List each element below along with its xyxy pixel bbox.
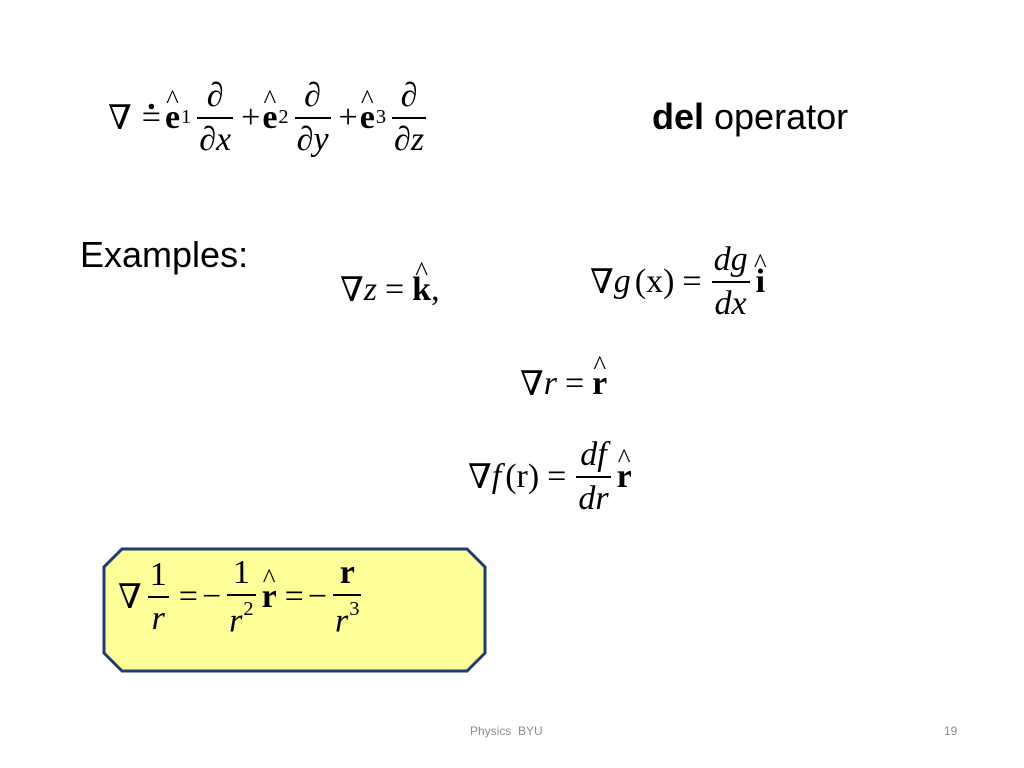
fraction-numerator: dg	[713, 241, 748, 278]
variable-z: z	[410, 120, 425, 158]
r-vector-over-r-cubed-fraction: r r3	[333, 554, 362, 639]
del-label-rest: operator	[704, 96, 849, 137]
exponent-2: 2	[243, 597, 254, 620]
fraction-bar	[711, 280, 750, 283]
partial-denominator: ∂	[199, 120, 217, 158]
highlighted-result-box: ∇ 1 r = − 1 r2 r = − r r3	[102, 547, 487, 673]
equals-sign: =	[547, 457, 567, 495]
page-number: 19	[944, 724, 958, 738]
nabla-symbol: ∇	[468, 458, 492, 496]
unit-vector-e3: e	[360, 99, 375, 137]
del-operator-label: del operator	[652, 96, 848, 138]
fraction-numerator: 1	[149, 556, 167, 594]
equals-sign: =	[178, 577, 198, 615]
partial-numerator: ∂	[206, 77, 224, 114]
equals-sign: =	[682, 262, 702, 300]
exponent-3: 3	[349, 597, 360, 620]
variable-r: r	[543, 365, 557, 402]
subscript-1: 1	[181, 106, 192, 129]
partial-z-fraction: ∂ ∂z	[392, 77, 427, 158]
partial-numerator: ∂	[400, 77, 418, 114]
callout-shape	[102, 547, 487, 673]
variable-z: z	[363, 271, 377, 308]
fraction-bar	[227, 593, 256, 596]
fraction-bar	[576, 475, 611, 478]
function-f: f	[491, 457, 502, 495]
del-definition-equation: ∇ = e1 ∂ ∂x + e2 ∂ ∂y + e3 ∂ ∂z	[108, 78, 432, 157]
unit-vector-k: k	[412, 271, 431, 309]
equals-sign: =	[384, 271, 405, 308]
equals-sign: =	[284, 577, 304, 615]
partial-x-fraction: ∂ ∂x	[197, 77, 234, 158]
plus-sign: +	[241, 98, 261, 136]
callout-border	[102, 547, 487, 673]
unit-vector-e2: e	[262, 99, 277, 137]
nabla-symbol: ∇	[340, 272, 364, 309]
partial-y-fraction: ∂ ∂y	[294, 77, 331, 158]
unit-vector-e1: e	[165, 99, 180, 137]
subscript-2: 2	[278, 106, 289, 129]
one-over-r-squared-fraction: 1 r2	[227, 554, 256, 639]
comma: ,	[431, 271, 440, 308]
dot-equals-sign: =	[142, 99, 161, 137]
minus-sign: −	[307, 577, 328, 615]
example-grad-z: ∇ z = k ,	[340, 270, 440, 310]
fraction-bar	[392, 116, 427, 119]
unit-vector-r: r	[592, 365, 607, 403]
partial-denominator: ∂	[296, 120, 314, 158]
minus-sign: −	[201, 577, 222, 615]
fraction-bar	[197, 116, 234, 119]
fraction-bar	[333, 593, 362, 596]
fraction-denominator: dr	[578, 479, 609, 517]
fraction-bar	[294, 116, 331, 119]
example-grad-g: ∇ g (x) = dg dx i	[590, 242, 765, 321]
example-grad-f: ∇ f (r) = df dr r	[468, 437, 632, 516]
subscript-3: 3	[375, 106, 387, 129]
nabla-symbol: ∇	[118, 578, 142, 616]
examples-heading: Examples:	[80, 234, 249, 275]
del-label-bold: del	[652, 96, 705, 137]
function-argument: (r)	[505, 457, 540, 495]
footer-text: Physics BYU	[470, 724, 543, 738]
vector-r: r	[339, 554, 355, 591]
df-dr-fraction: df dr	[576, 436, 611, 517]
plus-sign: +	[338, 98, 358, 136]
nabla-symbol: ∇	[108, 99, 132, 137]
equals-sign: =	[564, 365, 585, 402]
variable-r: r	[335, 602, 349, 639]
fraction-numerator: 1	[232, 554, 250, 591]
nabla-symbol: ∇	[520, 366, 544, 403]
one-over-r-fraction: 1 r	[147, 556, 169, 637]
variable-y: y	[313, 120, 329, 158]
fraction-bar	[147, 595, 169, 598]
partial-numerator: ∂	[304, 77, 321, 114]
fraction-denominator: dx	[714, 284, 747, 322]
fraction-numerator: df	[580, 436, 607, 473]
unit-vector-i: i	[756, 263, 765, 301]
partial-denominator: ∂	[394, 120, 411, 158]
function-g: g	[613, 262, 631, 300]
variable-x: x	[216, 120, 232, 158]
unit-vector-r: r	[262, 578, 277, 616]
boxed-equation: ∇ 1 r = − 1 r2 r = − r r3	[118, 555, 367, 639]
variable-r: r	[229, 602, 243, 639]
function-argument: (x)	[634, 262, 675, 300]
dg-dx-fraction: dg dx	[711, 241, 750, 322]
nabla-symbol: ∇	[590, 263, 614, 301]
example-grad-r: ∇ r = r	[520, 364, 607, 404]
unit-vector-r: r	[617, 458, 632, 496]
fraction-denominator: r	[151, 599, 165, 637]
